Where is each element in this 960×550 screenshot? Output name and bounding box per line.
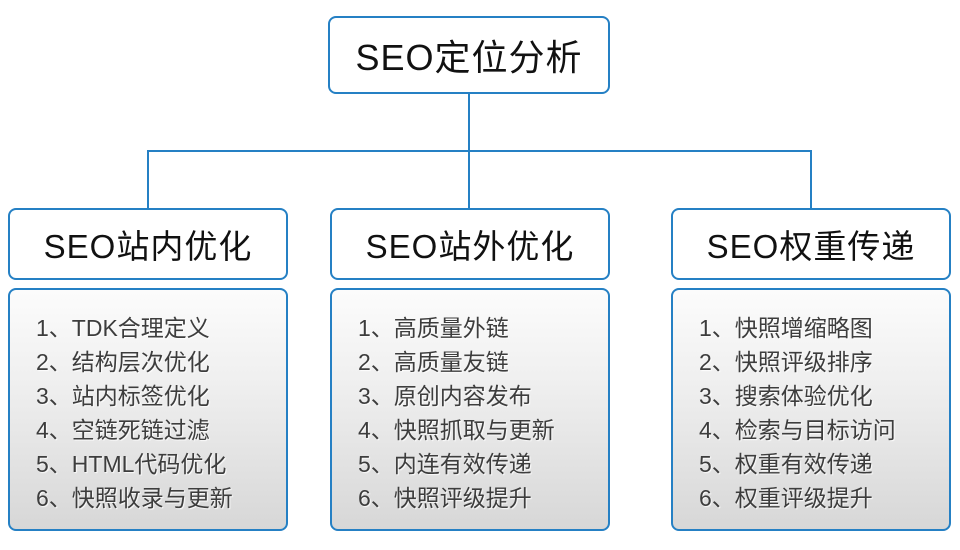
header-node-onsite-optimization: SEO站内优化	[8, 208, 288, 280]
connector-drop-right	[810, 150, 812, 208]
list-item: 3、站内标签优化	[36, 383, 210, 409]
header-node-offsite-optimization: SEO站外优化	[330, 208, 610, 280]
connector-drop-middle	[468, 150, 470, 208]
list-item: 2、高质量友链	[358, 349, 509, 375]
list-item: 2、快照评级排序	[699, 349, 873, 375]
connector-horizontal-rail	[147, 150, 812, 152]
list-item: 4、空链死链过滤	[36, 417, 210, 443]
list-item: 1、TDK合理定义	[36, 315, 210, 341]
list-item: 1、高质量外链	[358, 315, 509, 341]
list-item: 1、快照增缩略图	[699, 315, 873, 341]
list-item: 3、原创内容发布	[358, 383, 532, 409]
list-panel-onsite-optimization: 1、TDK合理定义 2、结构层次优化 3、站内标签优化 4、空链死链过滤 5、H…	[8, 288, 288, 531]
header-node-weight-transfer: SEO权重传递	[671, 208, 951, 280]
list-item: 6、权重评级提升	[699, 485, 873, 511]
list-item: 5、内连有效传递	[358, 451, 532, 477]
root-node-seo-positioning: SEO定位分析	[328, 16, 610, 94]
list-item: 5、权重有效传递	[699, 451, 873, 477]
list-item: 5、HTML代码优化	[36, 451, 227, 477]
connector-root-vertical	[468, 94, 470, 151]
header-label: SEO站外优化	[365, 228, 575, 265]
list-item: 6、快照收录与更新	[36, 485, 233, 511]
list-panel-offsite-optimization: 1、高质量外链 2、高质量友链 3、原创内容发布 4、快照抓取与更新 5、内连有…	[330, 288, 610, 531]
list-item: 4、检索与目标访问	[699, 417, 896, 443]
connector-drop-left	[147, 150, 149, 208]
header-label: SEO站内优化	[43, 228, 253, 265]
list-item: 4、快照抓取与更新	[358, 417, 555, 443]
header-label: SEO权重传递	[706, 228, 916, 265]
root-node-label: SEO定位分析	[355, 37, 583, 78]
list-item: 6、快照评级提升	[358, 485, 532, 511]
list-panel-weight-transfer: 1、快照增缩略图 2、快照评级排序 3、搜索体验优化 4、检索与目标访问 5、权…	[671, 288, 951, 531]
list-item: 2、结构层次优化	[36, 349, 210, 375]
list-item: 3、搜索体验优化	[699, 383, 873, 409]
